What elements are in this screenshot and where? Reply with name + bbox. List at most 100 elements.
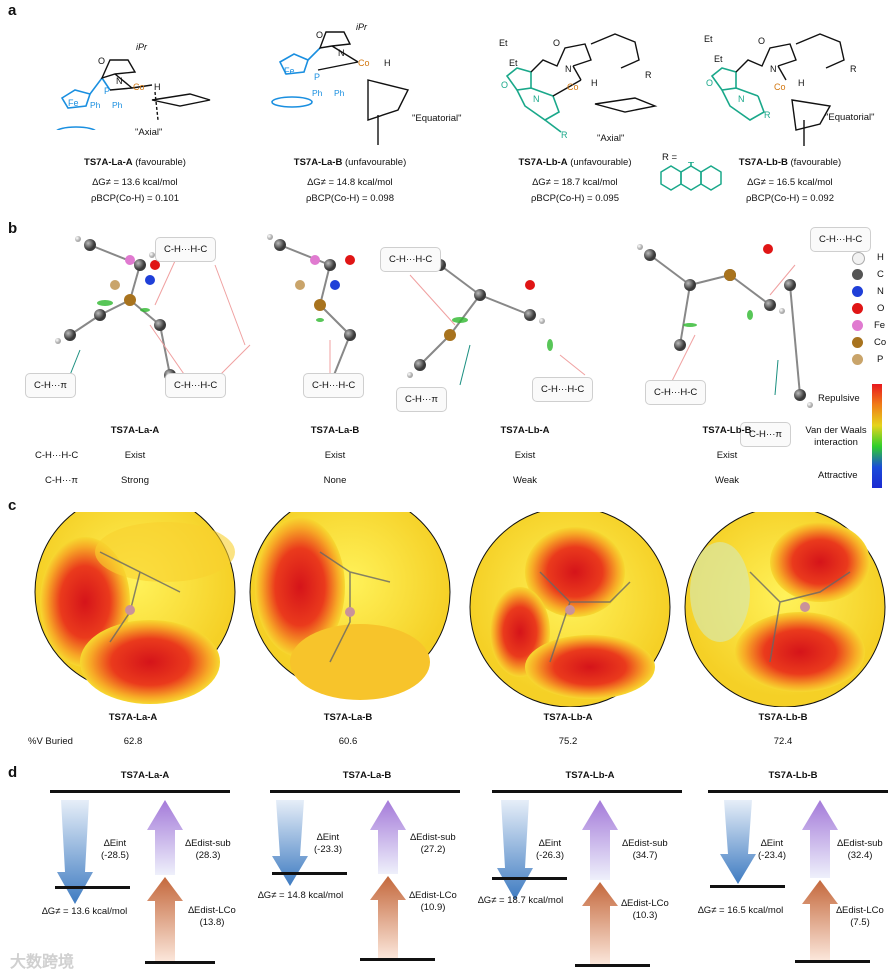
panel-d-letter: d <box>8 764 18 781</box>
panel-b-letter: b <box>8 220 18 237</box>
atom-o: O <box>758 36 765 46</box>
nci-callout: C-H···π <box>396 387 447 412</box>
buried-volume-label: %V Buried <box>28 736 73 747</box>
reference-level <box>270 790 460 793</box>
reference-level <box>50 790 230 793</box>
atom-et-2: Et <box>509 58 518 68</box>
legend-label: P <box>877 354 884 365</box>
distortion-lco-arrow <box>802 880 838 960</box>
distortion-sub-arrow <box>147 800 183 875</box>
legend-label: Fe <box>874 320 886 331</box>
rho-bcp: ρBCP(Co-H) = 0.092 <box>745 193 835 204</box>
bottom-level <box>795 960 870 963</box>
atom-h: H <box>591 78 598 88</box>
distortion-lco-arrow <box>370 876 406 958</box>
atom-p: P <box>314 72 320 82</box>
compound-name: TS7A-Lb-A <box>518 157 568 168</box>
diagram-title: TS7A-La-A <box>120 770 170 781</box>
steric-maps <box>34 512 886 707</box>
int-value: (-28.5) <box>101 850 129 861</box>
steric-map-title: TS7A-La-A <box>108 712 158 723</box>
lco-value: (10.9) <box>420 902 446 913</box>
atom-n: N <box>116 76 123 86</box>
panel-c-letter: c <box>8 497 17 514</box>
nci-callout: C-H···H-C <box>810 227 872 252</box>
ts-level <box>272 872 347 875</box>
sub-label-text: ∆Edist-sub <box>837 838 883 849</box>
table-col-title: TS7A-Lb-A <box>500 425 550 436</box>
steric-map-title: TS7A-La-B <box>323 712 373 723</box>
table-col-title: TS7A-Lb-B <box>702 425 752 436</box>
legend-label: O <box>877 303 885 314</box>
lco-value: (10.3) <box>632 910 658 921</box>
ts-level <box>55 886 130 889</box>
distortion-lco-arrow <box>582 882 618 964</box>
nci-callout: C-H···H-C <box>155 237 217 262</box>
reference-level <box>492 790 682 793</box>
legend-dot-p <box>852 354 863 365</box>
structure-lb-axial: Et Et O N O N R R Co H <box>499 33 658 140</box>
nci-callout: C-H···H-C <box>532 377 594 402</box>
ts-level <box>710 885 785 888</box>
interaction-arrow <box>497 800 533 900</box>
atom-h: H <box>154 82 161 92</box>
buried-volume-value: 60.6 <box>338 736 358 747</box>
atom-n: N <box>770 64 777 74</box>
bottom-level <box>360 958 435 961</box>
activation-energy: ∆G≠ = 14.8 kcal/mol <box>307 177 393 188</box>
table-cell: Exist <box>124 450 146 461</box>
conformer-label: "Axial" <box>597 133 625 144</box>
sub-value: (28.3) <box>195 850 221 861</box>
atom-r-1: R <box>764 110 771 120</box>
table-cell: Weak <box>512 475 538 486</box>
legend-label: N <box>877 286 884 297</box>
int-label: ∆Eint(-26.3) <box>530 838 570 862</box>
steric-map-3 <box>469 512 671 707</box>
atom-r-2: R <box>645 70 652 80</box>
table-row-label: C-H···H-C <box>35 450 79 461</box>
int-label-text: ∆Eint <box>760 838 784 849</box>
activation-energy: ∆G≠ = 16.5 kcal/mol <box>698 905 784 916</box>
activation-energy: ∆G≠ = 16.5 kcal/mol <box>747 177 833 188</box>
atom-ph-2: Ph <box>112 100 123 110</box>
panel-a-letter: a <box>8 2 17 19</box>
table-cell: None <box>323 475 347 486</box>
table-cell: Exist <box>324 450 346 461</box>
compound-title-3: TS7A-Lb-A (unfavourable) <box>480 157 670 168</box>
atom-n: N <box>338 48 345 58</box>
diagram-title: TS7A-Lb-B <box>768 770 818 781</box>
atom-ph-1: Ph <box>312 88 323 98</box>
steric-map-title: TS7A-Lb-B <box>758 712 808 723</box>
sub-label-text: ∆Edist-sub <box>410 832 456 843</box>
table-cell: Exist <box>514 450 536 461</box>
steric-map-1 <box>34 512 236 704</box>
sub-label-text: ∆Edist-sub <box>622 838 668 849</box>
lco-value: (7.5) <box>850 917 870 928</box>
sub-label: ∆Edist-sub(28.3) <box>178 838 238 862</box>
distortion-sub-arrow <box>582 800 618 880</box>
int-label-text: ∆Eint <box>538 838 562 849</box>
nci-callout: C-H···H-C <box>165 373 227 398</box>
interaction-arrow <box>272 800 308 886</box>
atom-o: O <box>316 30 323 40</box>
int-value: (-23.3) <box>314 844 342 855</box>
atom-ph-1: Ph <box>90 100 101 110</box>
atom-o: O <box>98 56 105 66</box>
substituent-label: iPr <box>136 42 148 52</box>
atom-h: H <box>384 58 391 68</box>
nci-callout: C-H···H-C <box>380 247 442 272</box>
distortion-sub-arrow <box>370 800 406 874</box>
sub-value: (34.7) <box>632 850 658 861</box>
nci-callout: C-H···H-C <box>303 373 365 398</box>
atom-co: Co <box>567 82 579 92</box>
conformer-label: "Axial" <box>135 127 163 138</box>
reference-level <box>708 790 888 793</box>
conformer-label: "Equatorial" <box>412 113 462 124</box>
buried-volume-value: 72.4 <box>773 736 793 747</box>
rho-bcp: ρBCP(Co-H) = 0.101 <box>90 193 180 204</box>
lco-label-text: ∆Edist-LCo <box>621 898 669 909</box>
distortion-lco-arrow <box>147 877 183 961</box>
sub-label-text: ∆Edist-sub <box>185 838 231 849</box>
lco-label: ∆Edist-LCo(10.9) <box>403 890 463 914</box>
diagram-title: TS7A-La-B <box>342 770 392 781</box>
